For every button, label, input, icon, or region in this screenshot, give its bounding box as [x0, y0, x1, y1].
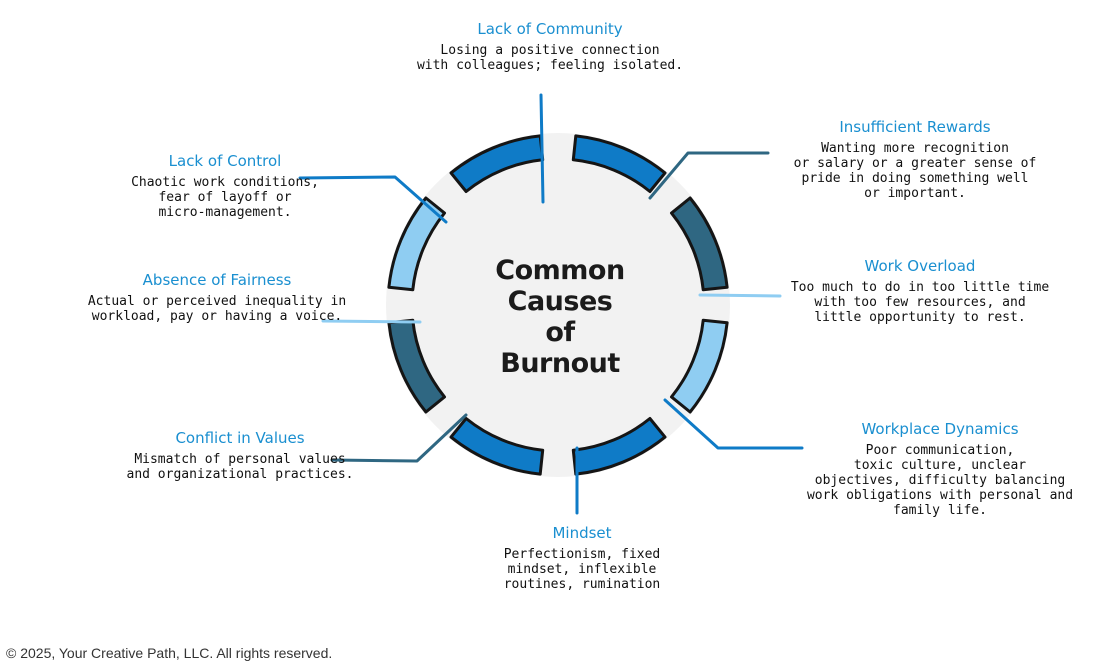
- cause-title: Lack of Community: [477, 20, 623, 38]
- cause-conflict-in-values: Conflict in Values Mismatch of personal …: [105, 429, 375, 482]
- ring-segment-community: [571, 134, 667, 193]
- ring-segment-rewards: [670, 196, 729, 292]
- cause-description: Losing a positive connection with collea…: [416, 43, 684, 73]
- cause-title: Work Overload: [864, 257, 976, 275]
- cause-title: Lack of Control: [168, 152, 282, 170]
- cause-description: Poor communication, toxic culture, uncle…: [806, 443, 1074, 518]
- connector-line-community: [539, 93, 545, 204]
- cause-title: Insufficient Rewards: [839, 118, 991, 136]
- cause-description: Chaotic work conditions, fear of layoff …: [131, 175, 319, 220]
- connector-line-overload: [698, 293, 782, 298]
- cause-description: Wanting more recognition or salary or a …: [793, 141, 1037, 201]
- center-disc: [386, 133, 730, 477]
- cause-title: Mindset: [552, 524, 612, 542]
- cause-absence-of-fairness: Absence of Fairness Actual or perceived …: [72, 271, 362, 324]
- segment-ring: [387, 134, 729, 476]
- ring-segment-overload: [670, 318, 729, 414]
- connector-line-values: [330, 413, 468, 463]
- cause-lack-of-control: Lack of Control Chaotic work conditions,…: [100, 152, 350, 220]
- cause-title: Conflict in Values: [175, 429, 305, 447]
- ring-segment-fairness: [387, 196, 446, 292]
- ring-segment-mindset: [449, 417, 545, 476]
- connector-lines: [298, 93, 804, 515]
- cause-description: Perfectionism, fixed mindset, inflexible…: [503, 547, 661, 592]
- connector-line-control: [298, 175, 448, 224]
- cause-workplace-dynamics: Workplace Dynamics Poor communication, t…: [800, 420, 1080, 518]
- cause-lack-of-community: Lack of Community Losing a positive conn…: [400, 20, 700, 73]
- cause-description: Too much to do in too little time with t…: [790, 280, 1050, 325]
- connector-line-rewards: [648, 151, 770, 200]
- cause-description: Mismatch of personal values and organiza…: [126, 452, 354, 482]
- cause-insufficient-rewards: Insufficient Rewards Wanting more recogn…: [770, 118, 1060, 201]
- cause-mindset: Mindset Perfectionism, fixed mindset, in…: [462, 524, 702, 592]
- cause-title: Absence of Fairness: [142, 271, 292, 289]
- center-title: Common Causes of Burnout: [495, 255, 625, 379]
- copyright-footer: © 2025, Your Creative Path, LLC. All rig…: [6, 645, 333, 661]
- connector-line-dynamics: [663, 398, 804, 450]
- cause-title: Workplace Dynamics: [861, 420, 1019, 438]
- cause-description: Actual or perceived inequality in worklo…: [87, 294, 347, 324]
- connector-line-fairness: [321, 319, 422, 324]
- cause-work-overload: Work Overload Too much to do in too litt…: [780, 257, 1060, 325]
- ring-segment-dynamics: [571, 417, 667, 476]
